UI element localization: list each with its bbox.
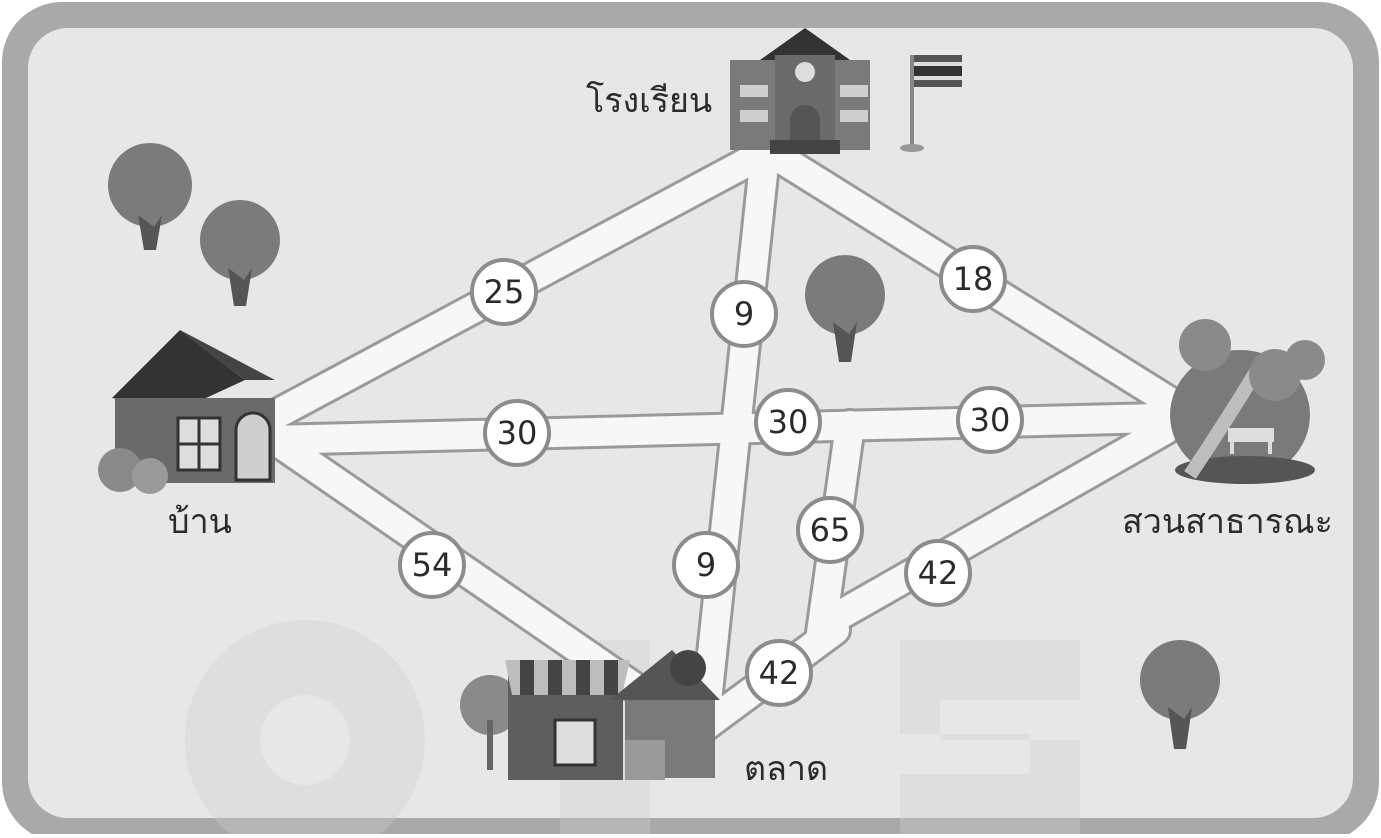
label-home: บ้าน [168, 502, 232, 542]
distance-value: 54 [412, 546, 453, 584]
distance-value: 25 [484, 273, 525, 311]
distance-value: 42 [759, 654, 800, 692]
distance-value: 30 [970, 401, 1011, 439]
distance-badge: 30 [958, 388, 1022, 452]
distance-value: 18 [953, 260, 994, 298]
distance-badge: 30 [485, 401, 549, 465]
distance-badge: 54 [400, 533, 464, 597]
distance-badge: 9 [674, 533, 738, 597]
distance-value: 65 [810, 511, 851, 549]
distance-badge: 65 [798, 498, 862, 562]
distance-badge: 25 [472, 260, 536, 324]
distance-badge: 42 [906, 541, 970, 605]
label-market: ตลาด [744, 749, 828, 789]
distance-badge: 18 [941, 247, 1005, 311]
distance-badge: 30 [756, 390, 820, 454]
distance-badge: 42 [747, 641, 811, 705]
distance-value: 9 [696, 546, 716, 584]
distance-value: 9 [734, 295, 754, 333]
distance-badge: 9 [712, 282, 776, 346]
label-park: สวนสาธารณะ [1122, 502, 1333, 542]
distance-value: 30 [497, 414, 538, 452]
distance-value: 30 [768, 403, 809, 441]
distance-value: 42 [918, 554, 959, 592]
label-school: โรงเรียน [586, 81, 712, 121]
